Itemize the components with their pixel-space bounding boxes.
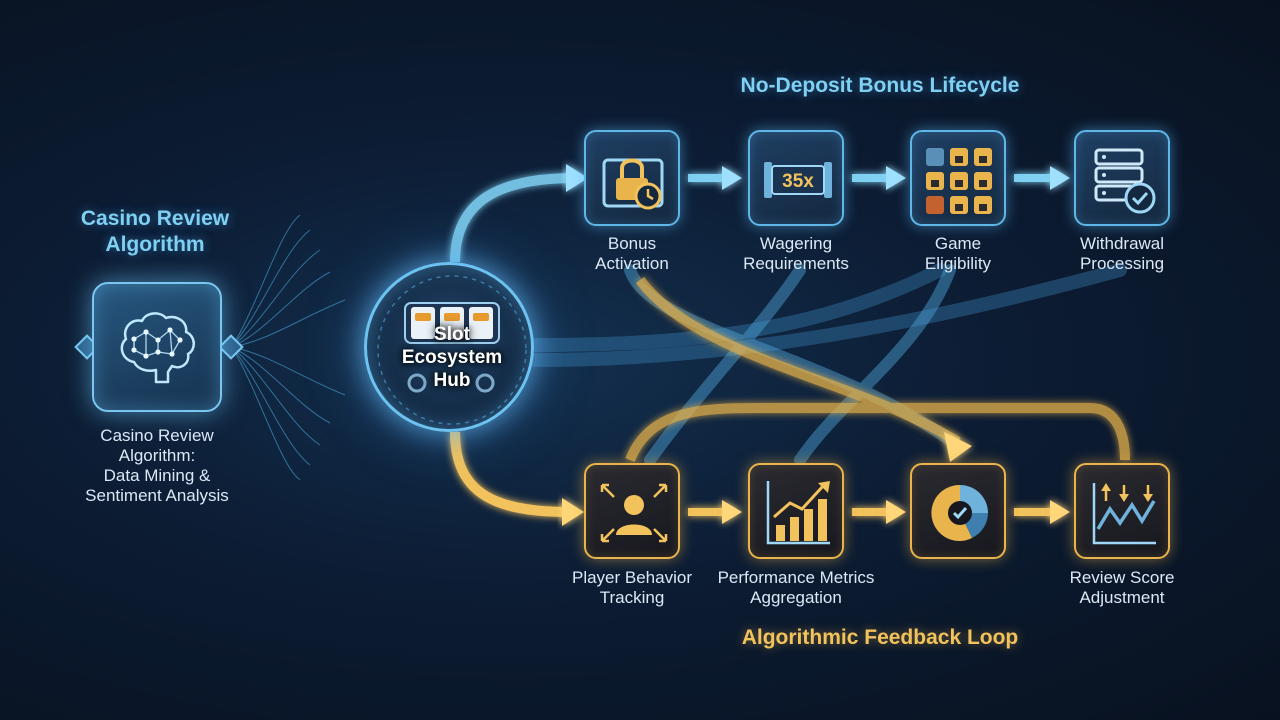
slot-ecosystem-hub[interactable]: Slot Ecosystem Hub bbox=[364, 262, 534, 432]
algorithm-node[interactable] bbox=[92, 282, 222, 412]
game-eligibility-node[interactable] bbox=[910, 130, 1006, 226]
multiplier-text: 35x bbox=[782, 171, 814, 192]
wagering-requirements-label: Wagering Requirements bbox=[743, 234, 849, 273]
gear-icon bbox=[407, 373, 495, 393]
feedback-title: Algorithmic Feedback Loop bbox=[741, 626, 1019, 649]
arrow-icon bbox=[944, 432, 972, 462]
lock-clock-icon bbox=[602, 158, 664, 210]
player-tracking-icon bbox=[600, 483, 668, 543]
game-eligibility-label: Game Eligibility bbox=[924, 234, 992, 273]
feedback-arrows bbox=[688, 500, 1070, 524]
bonus-activation-label: Bonus Activation bbox=[595, 234, 669, 273]
lifecycle-arrows bbox=[688, 166, 1070, 190]
player-behavior-label: Player Behavior Tracking bbox=[571, 568, 692, 607]
bar-chart-growth-icon bbox=[766, 481, 830, 545]
hub-to-feedback-flow bbox=[450, 431, 569, 517]
withdrawal-processing-label: Withdrawal Processing bbox=[1079, 234, 1165, 273]
analysis-node[interactable] bbox=[910, 463, 1006, 559]
review-score-node[interactable] bbox=[1074, 463, 1170, 559]
pie-chart-check-icon bbox=[931, 484, 988, 541]
review-score-label: Review Score Adjustment bbox=[1069, 568, 1175, 607]
algorithm-node-label: Casino Review Algorithm: Data Mining & S… bbox=[85, 426, 229, 505]
withdrawal-processing-node[interactable] bbox=[1074, 130, 1170, 226]
game-grid-locks-icon bbox=[926, 148, 992, 214]
data-stream-waves bbox=[231, 214, 346, 481]
arrow-icon bbox=[566, 164, 588, 192]
performance-metrics-label: Performance Metrics Aggregation bbox=[717, 568, 875, 607]
wagering-requirements-node[interactable]: 35x bbox=[748, 130, 844, 226]
trend-line-arrows-icon bbox=[1092, 483, 1156, 545]
algorithm-title: Casino Review Algorithm bbox=[80, 207, 230, 256]
arrow-icon bbox=[562, 498, 584, 526]
hub-to-lifecycle-flow bbox=[450, 173, 576, 263]
player-behavior-node[interactable] bbox=[584, 463, 680, 559]
hub-label: Slot Ecosystem Hub bbox=[401, 324, 503, 391]
slot-machine-reels-icon bbox=[377, 275, 527, 425]
brain-network-icon bbox=[120, 312, 195, 384]
lifecycle-title: No-Deposit Bonus Lifecycle bbox=[740, 74, 1020, 97]
performance-metrics-node[interactable] bbox=[748, 463, 844, 559]
bonus-activation-node[interactable] bbox=[584, 130, 680, 226]
wagering-multiplier-icon: 35x bbox=[764, 162, 832, 198]
server-check-icon bbox=[1094, 148, 1156, 214]
